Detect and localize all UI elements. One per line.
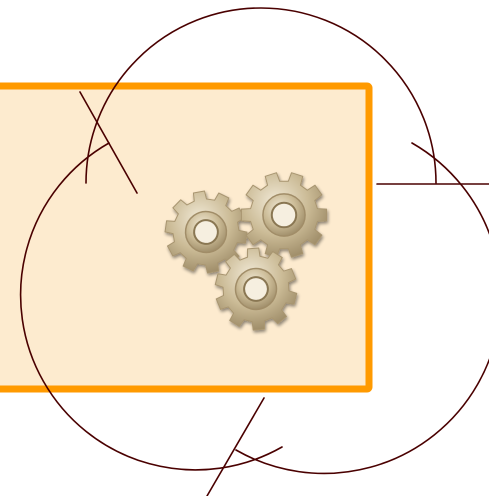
connector-line-bottom: [207, 398, 264, 496]
gear-icon: [241, 173, 326, 258]
gear-hole: [272, 203, 296, 227]
